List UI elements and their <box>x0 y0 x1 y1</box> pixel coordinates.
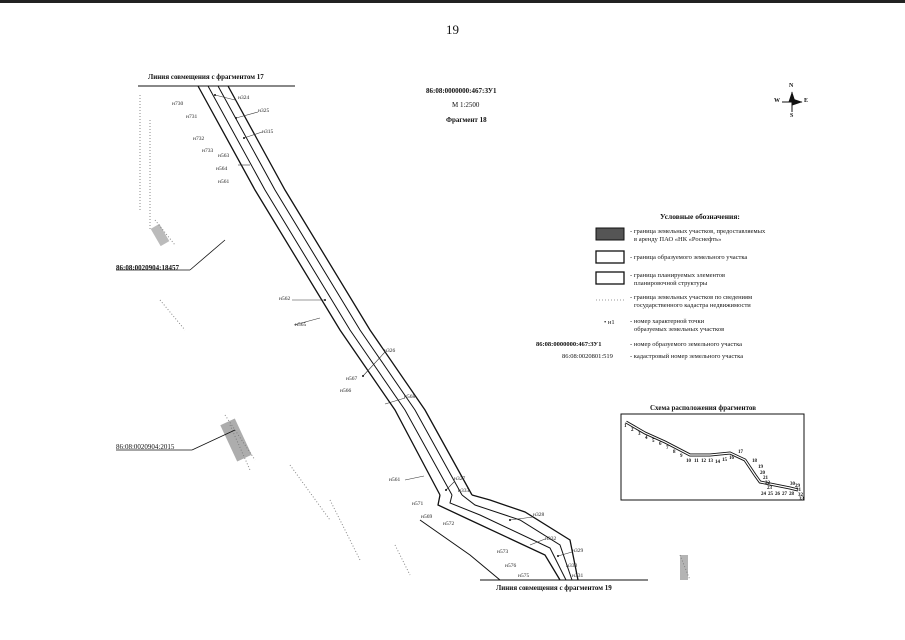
corridor-lines <box>197 85 579 581</box>
parcel-label-lower: 86:08:0020904:2015 <box>116 443 175 451</box>
header-scale: М 1:2500 <box>452 101 480 109</box>
parcel-label-upper: 86:08:0020904:18457 <box>116 264 179 272</box>
scheme-frame <box>620 413 805 501</box>
legend-key-cadastral-number: 86:08:0020801:519 <box>562 353 613 360</box>
point-label: н572 <box>443 521 455 527</box>
point-label: н733 <box>202 148 214 154</box>
point-label: н569 <box>421 514 433 520</box>
legend-symbol-lease <box>595 227 625 241</box>
scheme-number: 29 <box>795 484 800 489</box>
point-label: н324 <box>238 95 250 101</box>
scheme-number: 14 <box>715 460 720 465</box>
scheme-number: 1 <box>624 424 627 429</box>
scheme-number: 10 <box>686 459 691 464</box>
point-label: н576 <box>505 563 517 569</box>
scheme-number: 31 <box>796 488 801 493</box>
point-label: н564 <box>216 166 228 172</box>
scheme-number: 30 <box>790 482 795 487</box>
point-label: н731 <box>186 114 198 120</box>
point-label: н332 <box>545 536 557 542</box>
compass-w: W <box>774 98 780 104</box>
legend-row-planning: - граница планируемых элементов планиров… <box>630 272 726 287</box>
point-label: н327 <box>454 476 466 482</box>
legend-row-parcel-number: - номер образуемого земельного участка <box>630 341 743 348</box>
scheme-number: 7 <box>666 446 669 451</box>
scheme-number: 9 <box>680 454 683 459</box>
scheme-number: 22 <box>765 481 770 486</box>
point-label: н575 <box>518 573 530 579</box>
legend-key-parcel-number: 86:08:0000000:467:ЗУ1 <box>536 341 602 348</box>
point-label: н328 <box>533 512 545 518</box>
scheme-number: 2 <box>631 428 634 433</box>
scheme-number: 15 <box>722 458 727 463</box>
legend-symbol-parcel <box>595 250 625 264</box>
scheme-number: 25 <box>768 492 773 497</box>
scheme-route <box>625 420 799 492</box>
point-label: н329 <box>572 548 584 554</box>
scheme-number: 21 <box>763 476 768 481</box>
legend-row-point: - номер характерной точки образуемых зем… <box>630 318 725 333</box>
legend-symbol-planning <box>595 271 625 285</box>
compass-s: S <box>790 113 794 119</box>
point-label: н730 <box>172 101 184 107</box>
header-cadastral: 86:08:0000000:467:ЗУ1 <box>426 87 497 95</box>
point-label: н333 <box>458 488 470 494</box>
point-label: н732 <box>193 136 205 142</box>
point-dots <box>214 94 559 557</box>
point-label: н565 <box>295 322 307 328</box>
legend-title: Условные обозначения: <box>660 212 740 221</box>
point-leaders <box>214 94 573 557</box>
bottom-combination-label: Линия совмещения с фрагментом 19 <box>496 584 612 592</box>
compass-n: N <box>789 83 794 89</box>
scheme-number: 5 <box>652 439 655 444</box>
legend-row-cadastral-number: - кадастровый номер земельного участка <box>630 353 744 360</box>
point-label: н571 <box>412 501 424 507</box>
compass-e: E <box>804 98 809 104</box>
legend-row-parcel: - граница образуемого земельного участка <box>630 254 748 261</box>
scheme-number: 6 <box>659 442 662 447</box>
point-label: н563 <box>218 153 230 159</box>
legend-row-lease: - граница земельных участков, предоставл… <box>630 228 766 243</box>
point-label: н573 <box>497 549 509 555</box>
scheme-number: 4 <box>645 436 648 441</box>
point-label: н562 <box>279 296 291 302</box>
scheme-number: 16 <box>729 456 734 461</box>
point-label: н326 <box>384 348 396 354</box>
scheme-number: 13 <box>708 459 713 464</box>
hatched-blocks <box>150 223 688 580</box>
scheme-number: 8 <box>673 450 676 455</box>
point-label: н561 <box>389 477 401 483</box>
page-number: 19 <box>446 22 459 37</box>
point-label: н561 <box>218 179 230 185</box>
point-label: н331 <box>572 573 584 579</box>
point-label: н567 <box>346 376 358 382</box>
point-label: н325 <box>258 108 270 114</box>
scheme-number: 28 <box>789 492 794 497</box>
legend-row-cadastral: - граница земельных участков по сведения… <box>630 294 753 309</box>
point-label: н566 <box>340 388 352 394</box>
scheme-number: 32 <box>798 493 803 498</box>
scheme-number: 19 <box>758 465 763 470</box>
scan-top-edge <box>0 0 905 3</box>
point-label: н315 <box>262 129 274 135</box>
compass-rose <box>782 91 803 112</box>
point-label: н330 <box>566 563 578 569</box>
scheme-number: 24 <box>761 492 766 497</box>
scheme-number: 27 <box>782 492 787 497</box>
point-label: н568 <box>404 394 416 400</box>
scheme-number: 26 <box>775 492 780 497</box>
scheme-number: 20 <box>760 471 765 476</box>
scheme-number: 33 <box>799 497 804 502</box>
scheme-number: 3 <box>638 432 641 437</box>
header-fragment: Фрагмент 18 <box>446 116 487 124</box>
scheme-title: Схема расположения фрагментов <box>650 404 757 412</box>
legend-marker-point: • н1 <box>604 319 615 326</box>
scheme-number: 18 <box>752 459 757 464</box>
scheme-number: 23 <box>767 486 772 491</box>
scheme-number: 12 <box>701 459 706 464</box>
scheme-number: 11 <box>694 459 699 464</box>
top-combination-label: Линия совмещения с фрагментом 17 <box>148 73 264 81</box>
scheme-number: 17 <box>738 450 743 455</box>
